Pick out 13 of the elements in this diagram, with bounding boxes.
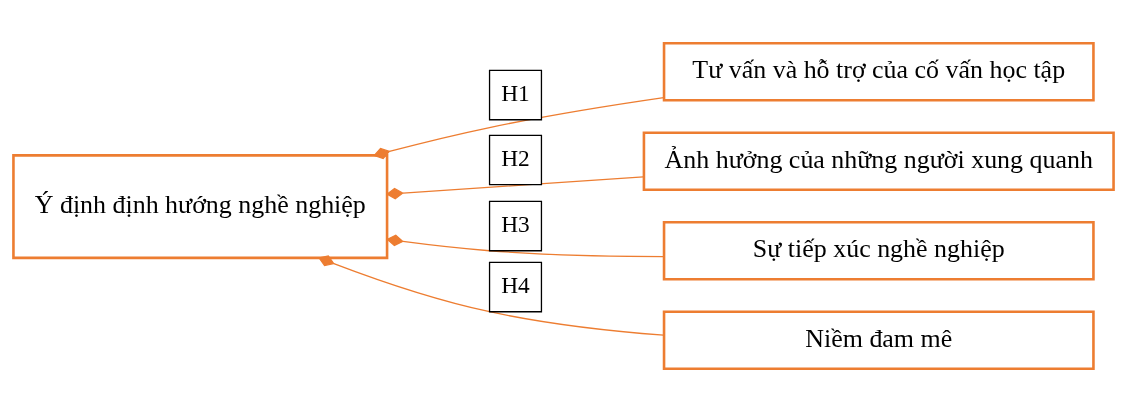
connector	[318, 255, 665, 336]
connector	[385, 176, 644, 200]
node-box: Ý định định hướng nghề nghiệp	[12, 154, 389, 260]
node-box: Tư vấn và hỗ trợ của cố vấn học tập	[662, 41, 1095, 102]
connector	[373, 96, 665, 160]
edge-label: H1	[501, 79, 530, 106]
edge-label: H2	[501, 144, 530, 171]
node-box: Sự tiếp xúc nghề nghiệp	[662, 220, 1095, 281]
edge-label: H3	[501, 210, 530, 237]
node-box: Ảnh hưởng của những người xung quanh	[642, 131, 1115, 192]
connector	[386, 234, 665, 258]
edge-label: H4	[501, 271, 530, 298]
node-box: Niềm đam mê	[662, 310, 1095, 371]
